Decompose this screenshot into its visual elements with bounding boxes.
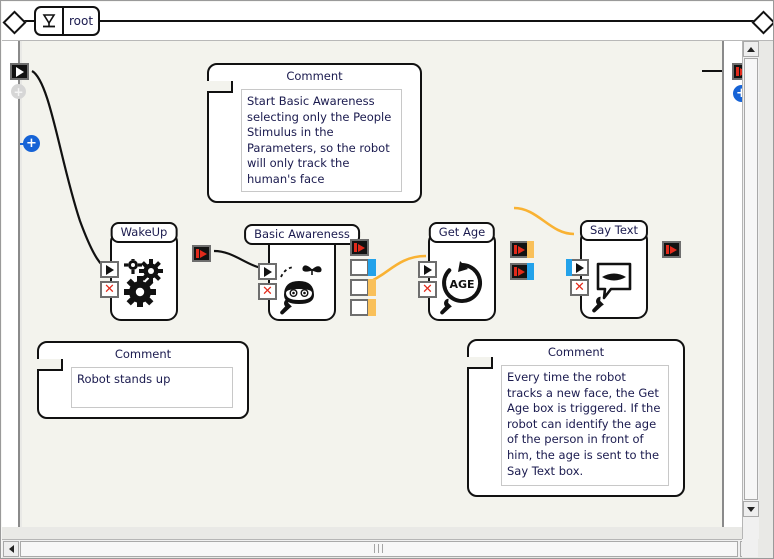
- scroll-up-button[interactable]: [743, 41, 759, 57]
- add-input-button[interactable]: +: [23, 135, 40, 152]
- output-play-icon: [514, 267, 525, 276]
- data-port-blue-tab: [368, 259, 376, 276]
- stop-x-icon: ✕: [574, 280, 585, 295]
- data-port-orange-tab: [368, 279, 376, 296]
- breadcrumb-item-root[interactable]: root: [34, 6, 101, 36]
- node-output-ondone[interactable]: [662, 241, 681, 258]
- node-title: Say Text: [579, 220, 649, 241]
- data-port-blue-tab: [527, 263, 534, 280]
- node-output-onhumantracked[interactable]: [350, 279, 376, 296]
- settings-wrench-icon[interactable]: [435, 296, 455, 316]
- plus-icon: +: [13, 84, 24, 99]
- comment-text[interactable]: Every time the robot tracks a new face, …: [501, 365, 669, 486]
- flow-canvas-area[interactable]: + + + Comment Start Basic Awareness sele…: [2, 41, 773, 558]
- play-icon: [575, 262, 584, 273]
- scroll-left-button[interactable]: [3, 541, 19, 557]
- node-output-onagefound[interactable]: [510, 241, 534, 258]
- node-input-onstop[interactable]: ✕: [100, 281, 119, 298]
- vertical-scroll-thumb[interactable]: [744, 58, 758, 500]
- comment-box-awareness[interactable]: Comment Start Basic Awareness selecting …: [206, 63, 422, 203]
- comment-title: Comment: [547, 345, 605, 359]
- horizontal-scroll-thumb[interactable]: |||: [20, 541, 738, 557]
- plus-icon: +: [736, 87, 747, 100]
- node-basic-awareness[interactable]: Basic Awareness: [244, 224, 376, 321]
- node-input-onstart[interactable]: [258, 263, 277, 280]
- breadcrumb-end-diamond: [751, 10, 773, 35]
- ground-anchor-icon: [36, 8, 64, 34]
- canvas-right-gutter: [722, 41, 742, 527]
- stop-x-icon: ✕: [104, 282, 115, 297]
- node-input-onstart[interactable]: [418, 261, 437, 278]
- node-input-onstart[interactable]: [100, 261, 119, 278]
- comment-title: Comment: [286, 69, 343, 83]
- horizontal-scrollbar[interactable]: |||: [2, 539, 758, 557]
- output-play-icon: [666, 245, 677, 254]
- output-play-icon: [514, 245, 525, 254]
- data-port-orange-tab: [368, 299, 376, 316]
- play-icon: [263, 266, 272, 277]
- chevron-down-icon: [747, 506, 755, 512]
- node-input-onstart[interactable]: [566, 259, 589, 276]
- play-icon: [105, 264, 114, 275]
- comment-box-getage[interactable]: Comment Every time the robot tracks a ne…: [466, 339, 685, 497]
- svg-text:AGE: AGE: [449, 278, 474, 291]
- scroll-down-button[interactable]: [743, 501, 759, 517]
- comment-notch: [36, 359, 63, 371]
- comment-notch: [466, 357, 493, 369]
- node-say-text[interactable]: Say Text ✕: [566, 220, 681, 319]
- output-play-icon: [354, 243, 365, 252]
- comment-text[interactable]: Robot stands up: [71, 367, 233, 408]
- node-output-onpeopledetected[interactable]: [350, 259, 376, 276]
- node-icon-area: [112, 247, 176, 319]
- node-wakeup[interactable]: WakeUp: [100, 222, 211, 321]
- plus-icon: +: [26, 136, 37, 151]
- chevron-left-icon: [8, 545, 14, 553]
- gears-icon: [124, 259, 163, 307]
- comment-notch: [206, 81, 233, 93]
- breadcrumb: root: [2, 2, 773, 41]
- node-input-onstop[interactable]: ✕: [570, 279, 589, 296]
- comment-text[interactable]: Start Basic Awareness selecting only the…: [241, 89, 402, 192]
- settings-wrench-icon[interactable]: [587, 294, 607, 314]
- node-icon-area: [582, 245, 646, 317]
- node-output-ondone[interactable]: [192, 245, 211, 262]
- node-output-onageunknown[interactable]: [510, 263, 534, 280]
- scroll-grip-icon: |||: [372, 543, 386, 554]
- comment-title: Comment: [114, 347, 172, 361]
- node-input-onstop[interactable]: ✕: [418, 281, 437, 298]
- breadcrumb-line: [16, 20, 762, 22]
- stop-x-icon: ✕: [422, 282, 433, 297]
- node-title: WakeUp: [110, 222, 178, 243]
- node-icon-area: AGE: [430, 247, 494, 319]
- node-title: Get Age: [428, 222, 496, 243]
- stop-x-icon: ✕: [262, 284, 273, 299]
- robot-head-butterfly-icon: [280, 265, 322, 304]
- scrollbar-corner: [742, 539, 758, 557]
- input-highlight: [566, 259, 572, 276]
- node-output-onstopped[interactable]: [350, 239, 369, 256]
- output-play-icon: [196, 249, 207, 258]
- breadcrumb-root-label: root: [69, 14, 94, 28]
- play-icon: [15, 66, 24, 77]
- node-get-age[interactable]: Get Age AGE ✕: [418, 222, 534, 321]
- canvas-left-gutter: [2, 41, 20, 527]
- comment-box-standsup[interactable]: Comment Robot stands up: [36, 341, 249, 419]
- node-output-onhumanlost[interactable]: [350, 299, 376, 316]
- node-input-onstop[interactable]: ✕: [258, 283, 277, 300]
- play-icon: [423, 264, 432, 275]
- settings-wrench-icon[interactable]: [275, 296, 295, 316]
- diagram-input-play-port[interactable]: [10, 63, 29, 80]
- node-title: Basic Awareness: [244, 224, 360, 245]
- chevron-up-icon: [747, 46, 755, 52]
- data-port-orange-tab: [527, 241, 534, 258]
- add-input-placeholder-button[interactable]: +: [11, 84, 26, 99]
- speech-bubble-mouth-icon: [596, 262, 632, 300]
- age-refresh-icon: AGE: [442, 261, 483, 303]
- node-icon-area: [270, 249, 334, 319]
- breadcrumb-start-diamond: [2, 10, 27, 35]
- vertical-scrollbar[interactable]: [742, 41, 759, 539]
